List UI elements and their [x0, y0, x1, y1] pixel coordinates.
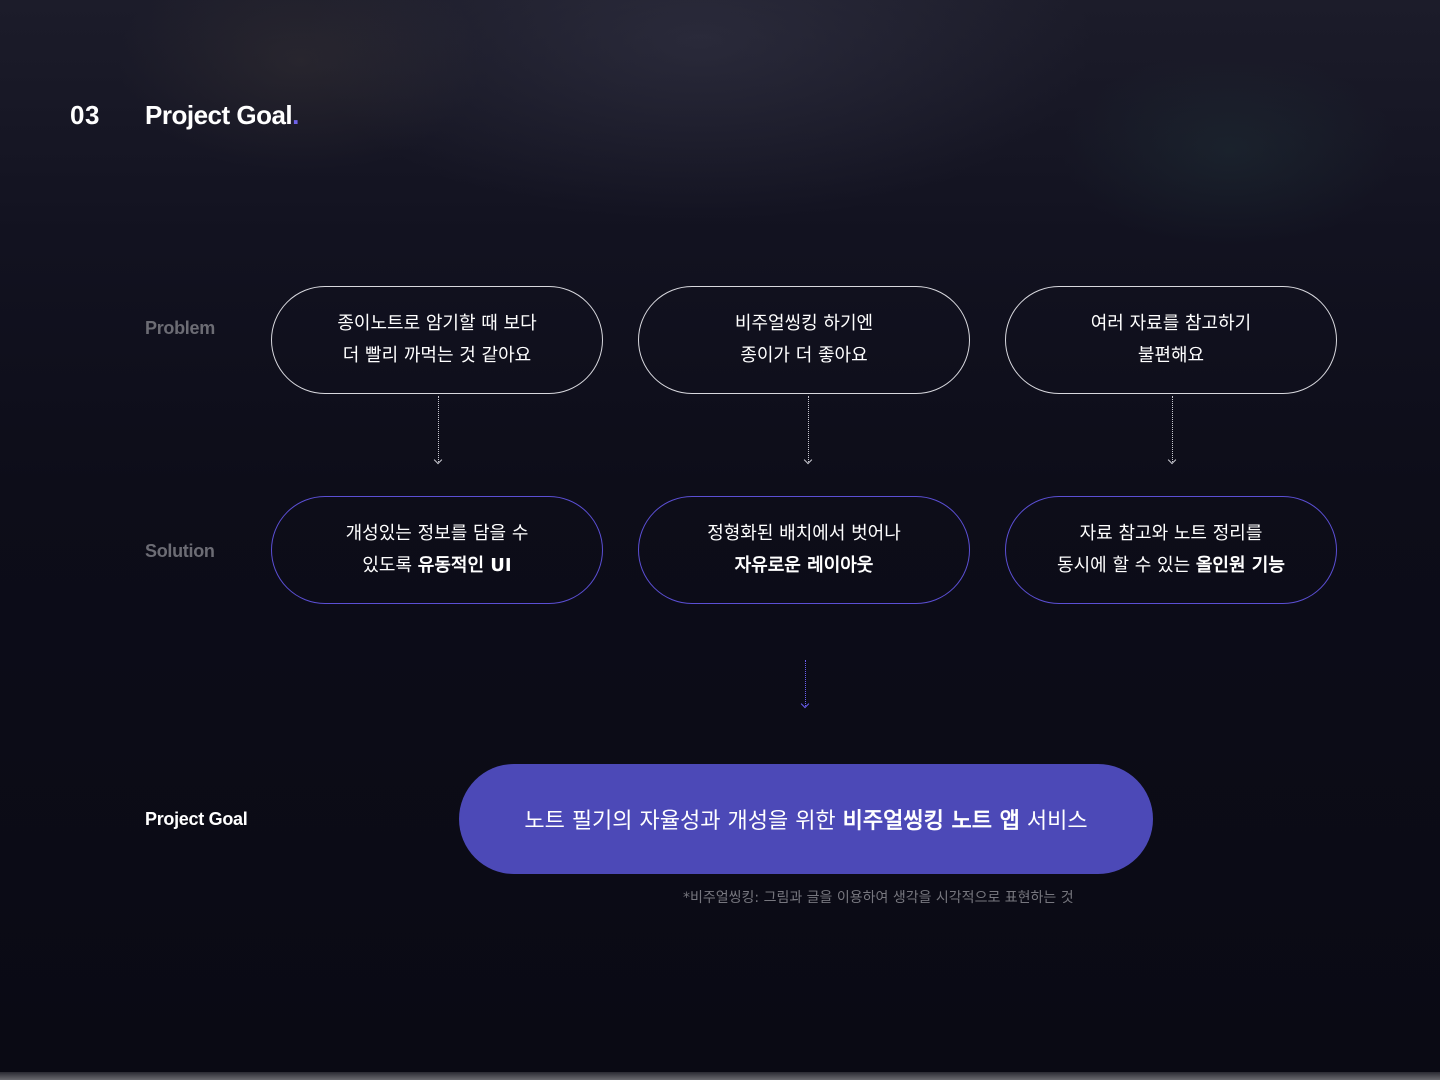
goal-text: 노트 필기의 자율성과 개성을 위한: [524, 809, 843, 834]
problem-card-2: 비주얼씽킹 하기엔 종이가 더 좋아요: [638, 286, 970, 394]
connector-line-goal: [805, 660, 806, 706]
goal-highlight: 비주얼씽킹 노트 앱: [842, 809, 1020, 834]
solution-card-1-text: 있도록: [362, 555, 418, 576]
problem-card-1-line-2: 더 빨리 까먹는 것 같아요: [342, 345, 532, 366]
solution-card-1-line-2: 있도록 유동적인 UI: [362, 550, 511, 582]
problem-card-3: 여러 자료를 참고하기 불편해요: [1005, 286, 1337, 394]
problem-card-3-line-2: 불편해요: [1137, 345, 1205, 366]
problem-card-1: 종이노트로 암기할 때 보다 더 빨리 까먹는 것 같아요: [271, 286, 603, 394]
bottom-divider: [0, 1072, 1440, 1080]
solution-card-1: 개성있는 정보를 담을 수 있도록 유동적인 UI: [271, 496, 603, 604]
solution-card-2-highlight: 자유로운 레이아웃: [734, 555, 874, 576]
problem-card-2-line-1: 비주얼씽킹 하기엔: [734, 313, 874, 334]
goal-text-end: 서비스: [1019, 809, 1088, 834]
solution-card-3-text: 동시에 할 수 있는: [1057, 555, 1196, 576]
problem-card-2-line-2: 종이가 더 좋아요: [740, 345, 868, 366]
project-goal-label: Project Goal: [145, 809, 248, 829]
connector-line-1: [438, 396, 439, 462]
connector-line-2: [808, 396, 809, 462]
solution-card-3-line-2: 동시에 할 수 있는 올인원 기능: [1057, 550, 1285, 582]
solution-card-1-line-1: 개성있는 정보를 담을 수: [345, 523, 529, 544]
solution-card-2-line-1: 정형화된 배치에서 벗어나: [707, 523, 901, 544]
page-title-text: Project Goal: [145, 100, 293, 130]
problem-label: Problem: [145, 318, 215, 338]
solution-card-2: 정형화된 배치에서 벗어나 자유로운 레이아웃: [638, 496, 970, 604]
solution-card-3: 자료 참고와 노트 정리를 동시에 할 수 있는 올인원 기능: [1005, 496, 1337, 604]
title-accent-dot: .: [292, 100, 299, 130]
section-number: 03: [70, 100, 100, 130]
problem-card-1-line-1: 종이노트로 암기할 때 보다: [337, 313, 537, 334]
solution-card-1-highlight: 유동적인 UI: [417, 555, 512, 576]
solution-card-3-line-1: 자료 참고와 노트 정리를: [1079, 523, 1263, 544]
problem-card-3-line-1: 여러 자료를 참고하기: [1090, 313, 1252, 334]
solution-card-2-line-2: 자유로운 레이아웃: [735, 550, 874, 582]
solution-card-3-highlight: 올인원 기능: [1195, 555, 1285, 576]
connector-line-3: [1172, 396, 1173, 462]
project-goal-card: 노트 필기의 자율성과 개성을 위한 비주얼씽킹 노트 앱 서비스: [459, 764, 1153, 874]
footnote: *비주얼씽킹: 그림과 글을 이용하여 생각을 시각적으로 표현하는 것: [683, 890, 1074, 906]
page-title: Project Goal.: [145, 100, 299, 131]
solution-label: Solution: [145, 541, 215, 561]
